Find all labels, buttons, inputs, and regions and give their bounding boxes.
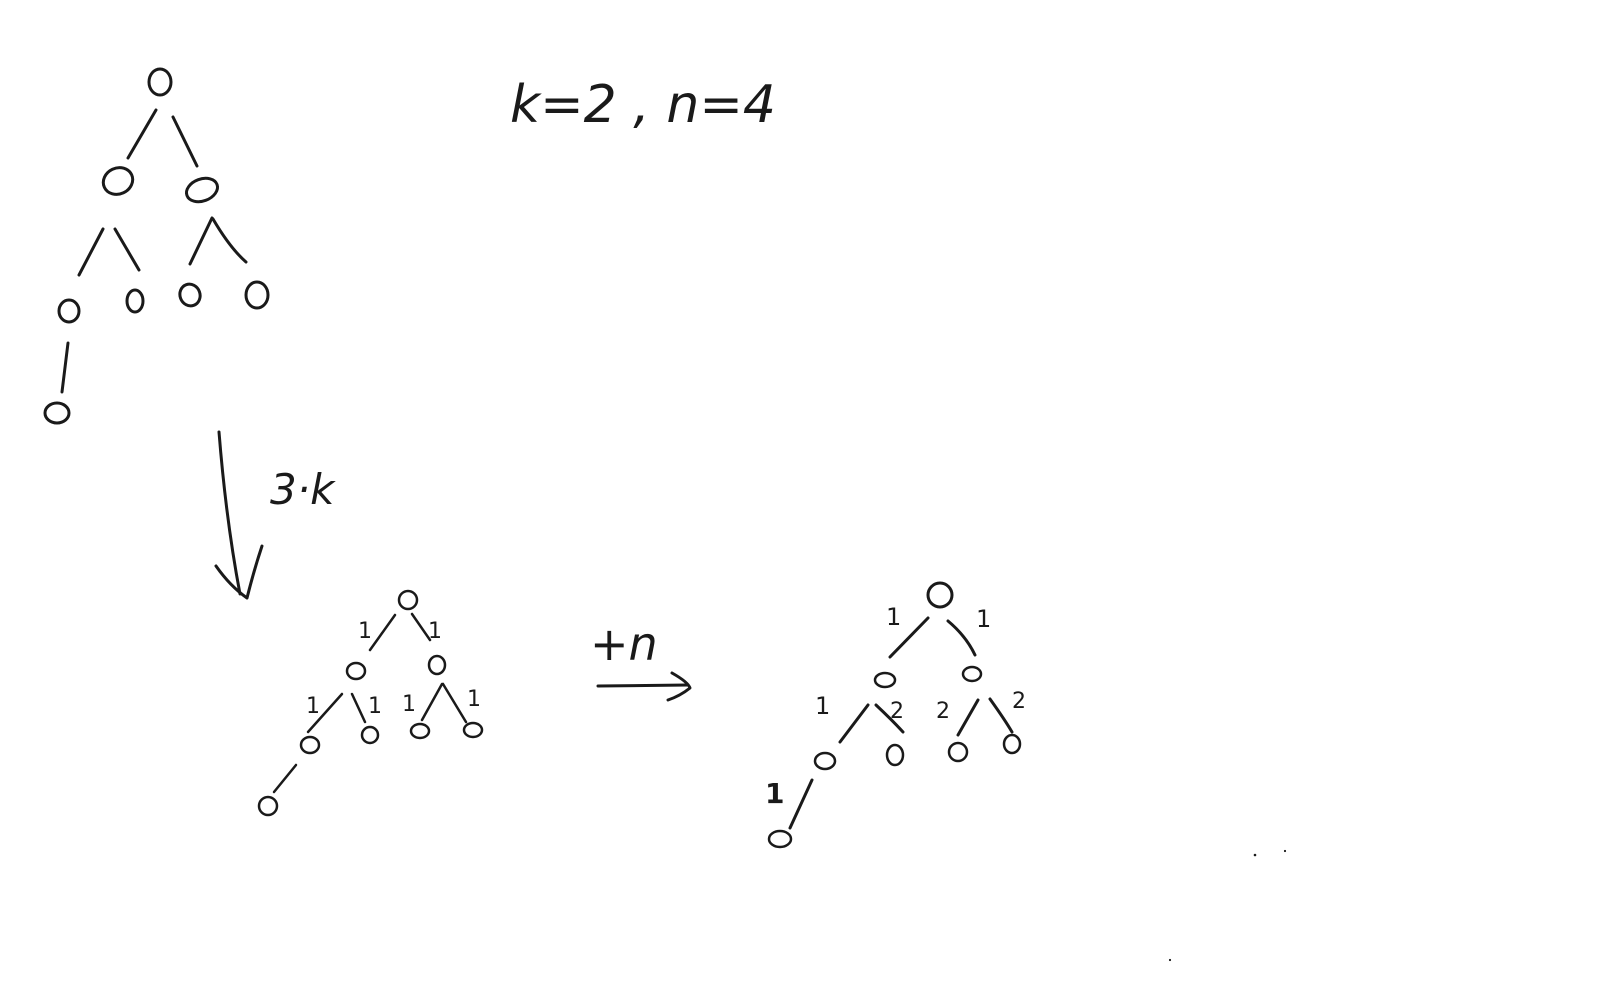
ink-speck	[1253, 853, 1257, 857]
edge-weight: 1	[368, 694, 382, 719]
tree-edge	[888, 616, 930, 659]
tree-edge	[60, 341, 70, 394]
tree-node	[767, 829, 793, 849]
result-tree: 1 1 1 2 2 2 1	[765, 581, 1026, 849]
arrow-head	[666, 671, 692, 702]
edge-weight: 1	[467, 687, 481, 712]
params-label: k=2 , n=4	[510, 75, 776, 135]
tree-node	[147, 67, 173, 97]
down-arrow	[214, 430, 264, 600]
tree-edge	[77, 227, 105, 277]
tree-node	[244, 280, 270, 310]
tree-node	[57, 298, 81, 324]
middle-tree: 1 1 1 1 1 1	[257, 589, 484, 817]
tree-node	[947, 741, 969, 763]
edge-weight: 1	[306, 694, 320, 719]
tree-edge	[988, 697, 1014, 734]
tree-edge	[306, 692, 344, 734]
right-arrow	[596, 671, 692, 702]
tree-node	[360, 725, 380, 745]
edge-weight: 2	[890, 699, 904, 724]
tree-node	[409, 722, 431, 740]
tree-edge	[211, 217, 248, 264]
step1-label: 3·k	[270, 465, 336, 514]
arrow-head	[214, 544, 264, 600]
tree-edge	[188, 216, 214, 266]
tree-edge	[410, 612, 432, 642]
tree-node	[813, 751, 837, 771]
tree-node	[43, 401, 71, 425]
tree-edge	[420, 682, 444, 722]
tree-node	[185, 176, 219, 204]
tree-node	[885, 743, 905, 767]
original-tree	[43, 67, 270, 425]
edge-weight: 2	[1012, 689, 1026, 714]
tree-node	[299, 735, 321, 755]
edge-weight: 1	[358, 619, 372, 644]
tree-node	[397, 589, 419, 611]
edge-weight: 1	[886, 603, 901, 631]
tree-node	[462, 721, 484, 739]
edge-weight: 1	[815, 692, 830, 720]
ink-speck	[1168, 958, 1172, 962]
tree-node	[961, 665, 983, 683]
tree-edge	[838, 703, 870, 744]
edge-weight: 2	[936, 699, 950, 724]
tree-edge	[113, 227, 141, 272]
tree-node	[926, 581, 954, 609]
tree-edge	[946, 619, 977, 657]
tree-edge	[788, 778, 814, 830]
tree-edge	[171, 115, 199, 168]
tree-edge	[368, 613, 397, 652]
tree-edge	[956, 698, 980, 737]
tree-node	[1002, 733, 1022, 755]
edge-weight: 1	[765, 777, 784, 810]
tree-node	[427, 654, 447, 676]
arrow-shaft	[596, 683, 690, 688]
edge-weight: 1	[402, 692, 416, 717]
tree-edge	[126, 108, 158, 160]
tree-edge	[874, 703, 905, 734]
arrow-shaft	[217, 430, 242, 596]
ink-speck	[1283, 849, 1287, 853]
tree-edge	[441, 682, 468, 724]
tree-edge	[272, 763, 298, 794]
tree-node	[101, 166, 135, 196]
edge-weight: 1	[976, 605, 991, 633]
tree-node	[345, 661, 367, 681]
tree-node	[178, 282, 202, 308]
step2-label: +n	[590, 617, 658, 671]
tree-node	[873, 671, 897, 689]
tree-node	[125, 288, 145, 314]
edge-weight: 1	[428, 619, 442, 644]
tree-edge	[350, 692, 367, 724]
tree-node	[257, 795, 279, 817]
